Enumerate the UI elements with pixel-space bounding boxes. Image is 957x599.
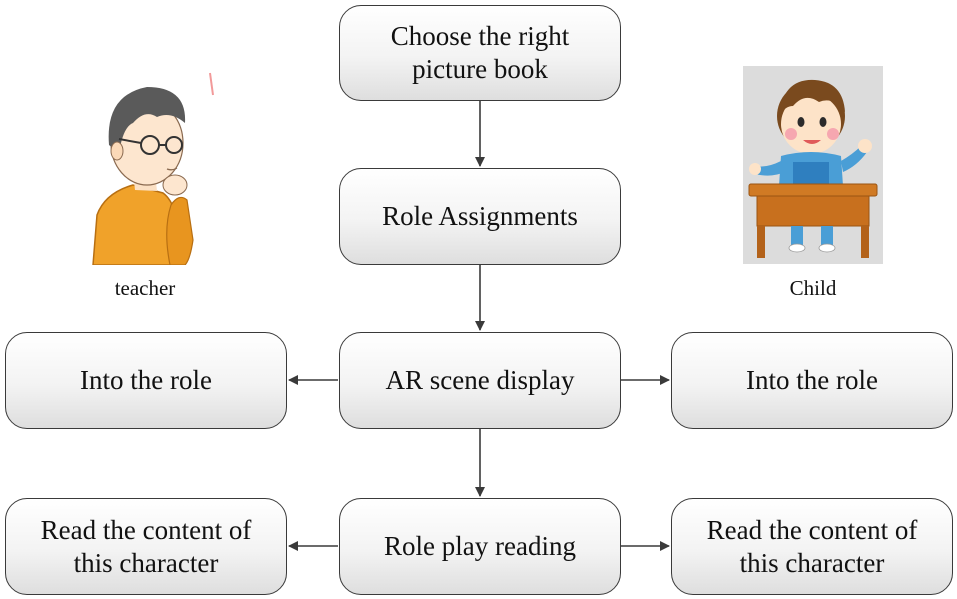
choose-book-node: Choose the right picture book [339,5,621,101]
role-assignments-node: Role Assignments [339,168,621,265]
teacher-illustration [75,65,220,265]
child-into-role-node: Into the role [671,332,953,429]
child-into-role-label: Into the role [746,365,878,395]
child-read-content-label: Read the content of this character [706,514,918,578]
teacher-caption: teacher [114,276,176,300]
child-illustration [743,66,883,264]
child-caption: Child [789,276,837,300]
teacher-read-content-label: Read the content of this character [40,514,252,578]
teacher-into-role-node: Into the role [5,332,287,429]
role-play-reading-label: Role play reading [384,531,576,561]
teacher-read-content-node: Read the content of this character [5,498,287,595]
ar-scene-display-node: AR scene display [339,332,621,429]
child-read-content-node: Read the content of this character [671,498,953,595]
role-play-reading-node: Role play reading [339,498,621,595]
choose-book-label: Choose the right picture book [390,21,570,84]
teacher-into-role-label: Into the role [80,365,212,395]
role-assignments-label: Role Assignments [382,201,578,231]
ar-scene-display-label: AR scene display [385,365,575,395]
